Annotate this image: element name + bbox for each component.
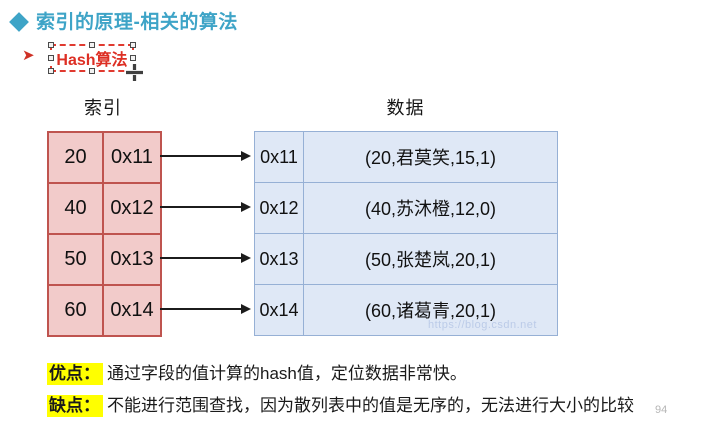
data-record-cell: (20,君莫笑,15,1) [303,131,558,183]
table-row: 0x11 (20,君莫笑,15,1) [254,131,558,183]
resize-handle-top-left[interactable] [48,42,54,48]
crosshair-cursor-icon [126,64,143,81]
index-key-cell: 20 [47,131,104,184]
index-table-header: 索引 [84,98,122,118]
data-record-cell: (40,苏沐橙,12,0) [303,182,558,234]
index-addr-cell: 0x11 [102,131,162,184]
table-row: 20 0x11 [47,131,162,184]
resize-handle-middle-left[interactable] [48,55,54,61]
resize-handle-top-middle[interactable] [89,42,95,48]
table-row: 0x12 (40,苏沐橙,12,0) [254,182,558,234]
data-table: 0x11 (20,君莫笑,15,1) 0x12 (40,苏沐橙,12,0) 0x… [254,131,558,336]
index-addr-cell: 0x12 [102,182,162,235]
table-row: 0x13 (50,张楚岚,20,1) [254,233,558,285]
data-record-cell: (60,诸葛青,20,1) [303,284,558,336]
index-addr-cell: 0x14 [102,284,162,337]
index-key-cell: 60 [47,284,104,337]
arrow-bullet-icon: ➤ [22,47,35,64]
row-arrow-icon [160,151,251,161]
index-key-cell: 50 [47,233,104,286]
table-row: 40 0x12 [47,182,162,235]
table-row: 0x14 (60,诸葛青,20,1) [254,284,558,336]
row-arrow-icon [160,202,251,212]
page-title: 索引的原理-相关的算法 [36,12,238,33]
table-watermark: https://blog.csdn.net [428,319,537,331]
pros-note: 优点：通过字段的值计算的hash值，定位数据非常快。 [47,359,467,385]
cons-text: 不能进行范围查找，因为散列表中的值是无序的，无法进行大小的比较 [107,396,634,415]
cons-note: 缺点：不能进行范围查找，因为散列表中的值是无序的，无法进行大小的比较 [47,391,634,417]
corner-watermark: 94 [655,404,668,416]
row-arrow-icon [160,304,251,314]
diamond-icon [9,11,29,32]
data-record-cell: (50,张楚岚,20,1) [303,233,558,285]
index-key-cell: 40 [47,182,104,235]
table-row: 50 0x13 [47,233,162,286]
index-table: 20 0x11 40 0x12 50 0x13 60 0x14 [47,131,162,337]
resize-handle-top-right[interactable] [130,42,136,48]
data-table-header: 数据 [386,98,425,118]
page-title-row: 索引的原理-相关的算法 [9,7,238,34]
data-addr-cell: 0x12 [254,182,304,234]
pros-label: 优点： [47,363,103,385]
data-addr-cell: 0x11 [254,131,304,183]
data-addr-cell: 0x14 [254,284,304,336]
data-addr-cell: 0x13 [254,233,304,285]
index-addr-cell: 0x13 [102,233,162,286]
table-row: 60 0x14 [47,284,162,337]
resize-handle-bottom-middle[interactable] [89,68,95,74]
pros-text: 通过字段的值计算的hash值，定位数据非常快。 [107,364,467,383]
resize-handle-middle-right[interactable] [130,55,136,61]
hash-label: Hash算法 [56,52,128,69]
resize-handle-bottom-left[interactable] [48,68,54,74]
cons-label: 缺点： [47,395,103,417]
hash-selection-box[interactable]: Hash算法 [48,42,143,81]
crosshair-horizontal-bar [126,70,143,75]
row-arrow-icon [160,253,251,263]
